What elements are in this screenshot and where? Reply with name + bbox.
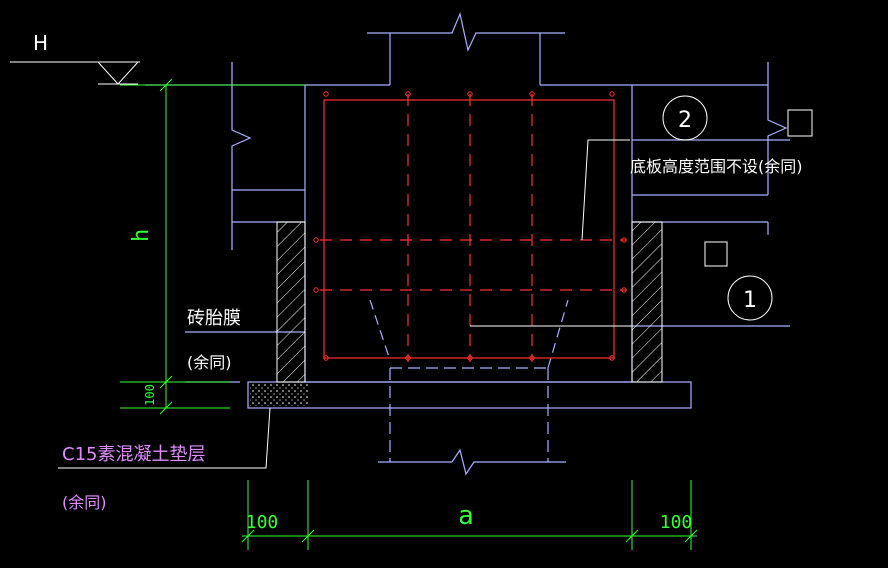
callout-2 <box>662 95 708 141</box>
square-marker-mid <box>704 241 728 267</box>
callout-1-number: 1 <box>743 288 757 313</box>
cushion-label: C15素混凝土垫层 <box>62 444 205 465</box>
cushion-note: (余同) <box>62 493 107 512</box>
structure-lines <box>145 12 790 476</box>
brick-mold-left <box>276 221 306 383</box>
dimension-lines <box>120 78 698 550</box>
dim-mid-label: a <box>458 501 474 531</box>
bottom-plate-note: 底板高度范围不设(余同) <box>630 157 803 176</box>
rebar-dots <box>313 91 627 361</box>
brick-mold-note: (余同) <box>187 353 232 372</box>
brick-mold-right <box>631 221 663 383</box>
rebar-cage <box>320 94 626 362</box>
water-level-symbol <box>10 61 140 85</box>
note-leaders <box>58 139 632 469</box>
callout-2-number: 2 <box>678 108 692 133</box>
depth-label: h <box>129 229 154 242</box>
brick-mold-label: 砖胎膜 <box>187 308 241 329</box>
cushion-thickness-label: 100 <box>143 384 157 406</box>
callout-1 <box>727 275 773 321</box>
square-marker-top <box>787 109 813 137</box>
dim-right-label: 100 <box>660 512 693 533</box>
dim-left-label: 100 <box>246 512 279 533</box>
cushion-fill <box>250 384 308 406</box>
water-level-label: H <box>33 31 48 55</box>
